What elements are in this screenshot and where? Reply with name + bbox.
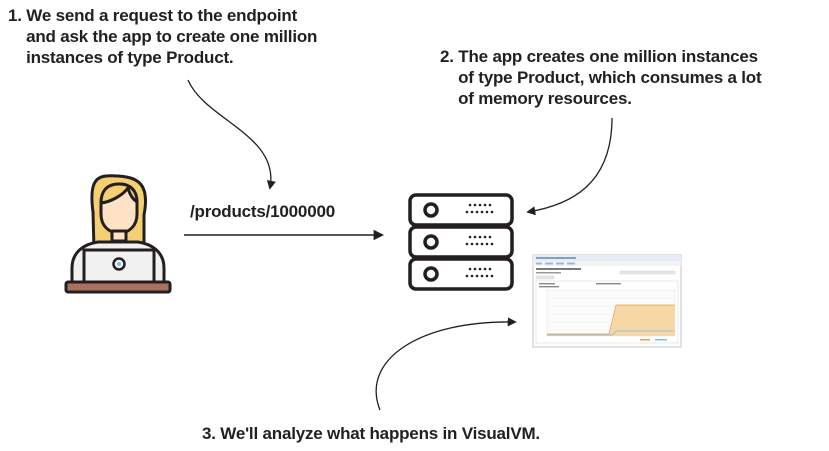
visualvm-screenshot-icon	[532, 254, 682, 348]
user-at-laptop-icon	[64, 174, 172, 294]
step-2-note: 2. The app creates one million instances…	[440, 47, 762, 108]
step-3-note: 3. We'll analyze what happens in VisualV…	[202, 424, 540, 443]
step-3-arrow	[375, 317, 517, 411]
server-rack-icon	[408, 193, 514, 291]
step-1-arrow	[187, 79, 276, 190]
server-vent-dots	[465, 203, 494, 278]
endpoint-label: /products/1000000	[190, 202, 335, 221]
laptop-logo-dot	[117, 262, 121, 266]
step-1-note: 1. We send a request to the endpoint and…	[8, 6, 318, 67]
step-2-arrow	[526, 117, 613, 216]
